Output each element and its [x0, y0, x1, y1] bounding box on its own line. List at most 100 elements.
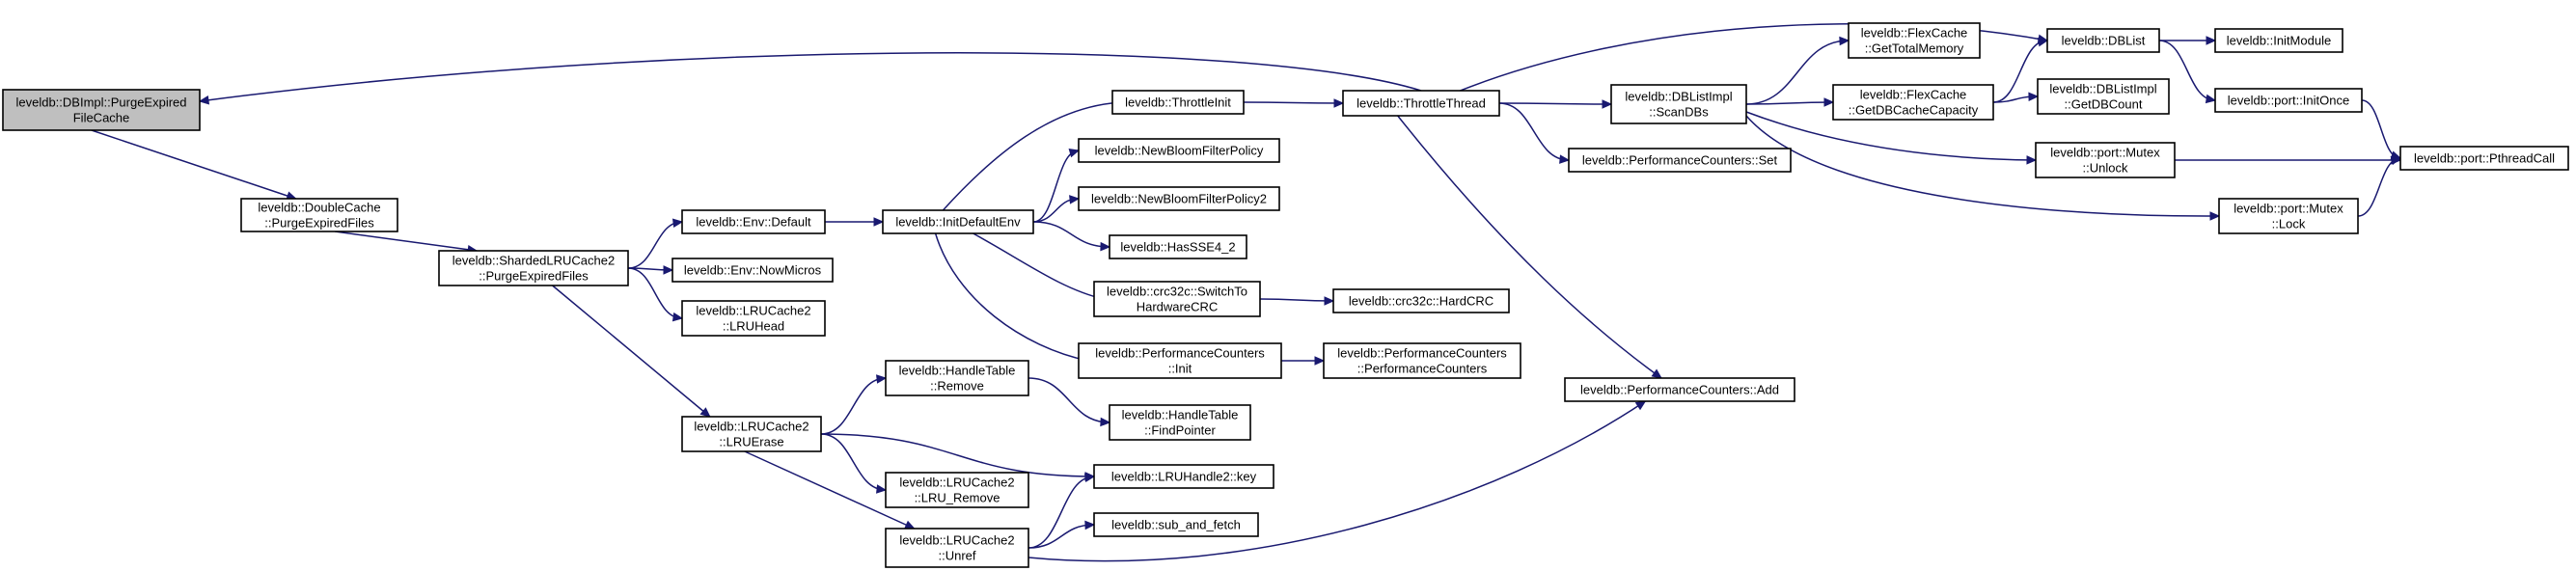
- function-node[interactable]: leveldb::DoubleCache::PurgeExpiredFiles: [240, 198, 398, 232]
- function-node[interactable]: leveldb::sub_and_fetch: [1093, 512, 1259, 537]
- function-node[interactable]: leveldb::ShardedLRUCache2::PurgeExpiredF…: [438, 250, 629, 286]
- function-node[interactable]: leveldb::PerformanceCounters::Performanc…: [1323, 342, 1521, 379]
- arrow-head: [1069, 195, 1081, 204]
- node-label: leveldb::NewBloomFilterPolicy2: [1091, 191, 1267, 205]
- node-label: leveldb::Env::NowMicros: [684, 262, 822, 277]
- node-box: [1332, 288, 1510, 313]
- function-node[interactable]: leveldb::PerformanceCounters::Init: [1078, 342, 1282, 379]
- call-edge: [1032, 221, 1110, 248]
- call-edge: [2357, 157, 2401, 217]
- node-label: ::Init: [1168, 361, 1192, 375]
- arrow-head: [671, 312, 684, 322]
- node-label: leveldb::crc32c::SwitchTo: [1107, 284, 1247, 298]
- function-node[interactable]: leveldb::LRUCache2::LRU_Remove: [885, 472, 1029, 508]
- node-box: [1832, 84, 1994, 121]
- node-label: leveldb::DBList: [2062, 33, 2146, 47]
- call-edge: [1028, 400, 1646, 562]
- node-label: ::LRUHead: [723, 318, 784, 333]
- arrow-head: [873, 217, 885, 227]
- node-label: leveldb::port::PthreadCall: [2414, 150, 2555, 165]
- call-edge: [1745, 40, 1850, 105]
- function-node[interactable]: leveldb::port::PthreadCall: [2399, 146, 2569, 171]
- node-label: leveldb::LRUCache2: [694, 419, 808, 433]
- node-box: [2218, 198, 2359, 234]
- function-node[interactable]: leveldb::crc32c::HardCRC: [1332, 288, 1510, 313]
- node-box: [885, 472, 1029, 508]
- function-node[interactable]: leveldb::LRUCache2::Unref: [885, 528, 1029, 568]
- arrow-head: [2037, 37, 2049, 47]
- function-node[interactable]: leveldb::InitDefaultEnv: [882, 209, 1034, 234]
- function-node[interactable]: leveldb::Env::Default: [681, 209, 826, 234]
- node-label: ::Unref: [938, 548, 975, 562]
- node-label: leveldb::HasSSE4_2: [1120, 239, 1235, 254]
- call-edge: [973, 232, 1105, 300]
- node-box: [1093, 281, 1261, 317]
- node-label: leveldb::port::InitOnce: [2228, 93, 2349, 107]
- call-edge: [199, 52, 1422, 102]
- node-box: [2399, 146, 2569, 171]
- node-box: [2214, 88, 2363, 113]
- call-edge: [91, 129, 296, 200]
- node-box: [681, 300, 826, 337]
- function-node[interactable]: leveldb::port::Mutex::Lock: [2218, 198, 2359, 234]
- function-node[interactable]: leveldb::NewBloomFilterPolicy2: [1078, 186, 1280, 211]
- node-label: ::Unlock: [2083, 160, 2128, 175]
- arrow-head: [2209, 211, 2221, 221]
- arrow-head: [2028, 92, 2040, 102]
- node-label: leveldb::FlexCache: [1860, 87, 1967, 101]
- node-label: ::Remove: [930, 378, 984, 393]
- function-node[interactable]: leveldb::HandleTable::Remove: [885, 360, 1029, 396]
- node-label: ::Lock: [2272, 216, 2306, 231]
- node-label: leveldb::sub_and_fetch: [1111, 517, 1241, 531]
- node-label: leveldb::DoubleCache: [258, 200, 380, 214]
- call-edge: [1028, 476, 1095, 549]
- arrow-head: [876, 484, 888, 494]
- function-node[interactable]: leveldb::PerformanceCounters::Add: [1564, 377, 1795, 402]
- function-node[interactable]: leveldb::DBListImpl::GetDBCount: [2037, 78, 2170, 115]
- arrow-head: [903, 520, 916, 530]
- function-node[interactable]: leveldb::NewBloomFilterPolicy: [1078, 138, 1280, 163]
- function-node[interactable]: leveldb::PerformanceCounters::Set: [1568, 148, 1792, 173]
- node-label: leveldb::PerformanceCounters: [1337, 345, 1507, 360]
- function-node[interactable]: leveldb::HasSSE4_2: [1109, 234, 1247, 259]
- arrow-head: [1333, 98, 1345, 108]
- call-edge: [1745, 101, 1834, 105]
- node-label: HardwareCRC: [1137, 299, 1219, 313]
- function-node[interactable]: leveldb::DBListImpl::ScanDBs: [1610, 84, 1747, 124]
- arrow-head: [671, 218, 684, 228]
- call-edge: [1243, 101, 1344, 104]
- function-node[interactable]: leveldb::port::InitOnce: [2214, 88, 2363, 113]
- function-node[interactable]: leveldb::LRUCache2::LRUHead: [681, 300, 826, 337]
- function-node[interactable]: leveldb::HandleTable::FindPointer: [1109, 404, 1251, 441]
- node-box: [2037, 78, 2170, 115]
- node-label: ::ScanDBs: [1649, 104, 1709, 119]
- node-box: [1078, 186, 1280, 211]
- function-node[interactable]: leveldb::port::Mutex::Unlock: [2035, 142, 2176, 178]
- function-node[interactable]: leveldb::InitModule: [2214, 28, 2343, 53]
- function-node[interactable]: leveldb::LRUCache2::LRUErase: [681, 416, 822, 452]
- node-label: leveldb::ShardedLRUCache2: [452, 253, 615, 267]
- function-node[interactable]: leveldb::LRUHandle2::key: [1093, 464, 1274, 489]
- arrow-head: [1083, 473, 1096, 483]
- node-box: [1342, 90, 1500, 117]
- arrow-head: [1314, 356, 1326, 366]
- arrow-head: [1324, 296, 1335, 306]
- call-edge: [335, 231, 478, 252]
- node-label: ::PurgeExpiredFiles: [264, 215, 374, 230]
- function-node[interactable]: leveldb::Env::NowMicros: [671, 258, 834, 283]
- node-label: ::LRU_Remove: [915, 490, 1000, 504]
- node-box: [1093, 464, 1274, 489]
- function-node[interactable]: leveldb::ThrottleInit: [1111, 90, 1245, 115]
- node-label: leveldb::DBImpl::PurgeExpired: [15, 95, 186, 109]
- node-box: [1109, 234, 1247, 259]
- function-node[interactable]: leveldb::FlexCache::GetDBCacheCapacity: [1832, 84, 1994, 121]
- node-label: leveldb::InitDefaultEnv: [895, 214, 1021, 229]
- function-node[interactable]: leveldb::DBList: [2046, 28, 2160, 53]
- node-box: [1109, 404, 1251, 441]
- function-node[interactable]: leveldb::FlexCache::GetTotalMemory: [1848, 22, 1981, 59]
- function-node[interactable]: leveldb::ThrottleThread: [1342, 90, 1500, 117]
- node-label: leveldb::HandleTable: [1122, 407, 1239, 421]
